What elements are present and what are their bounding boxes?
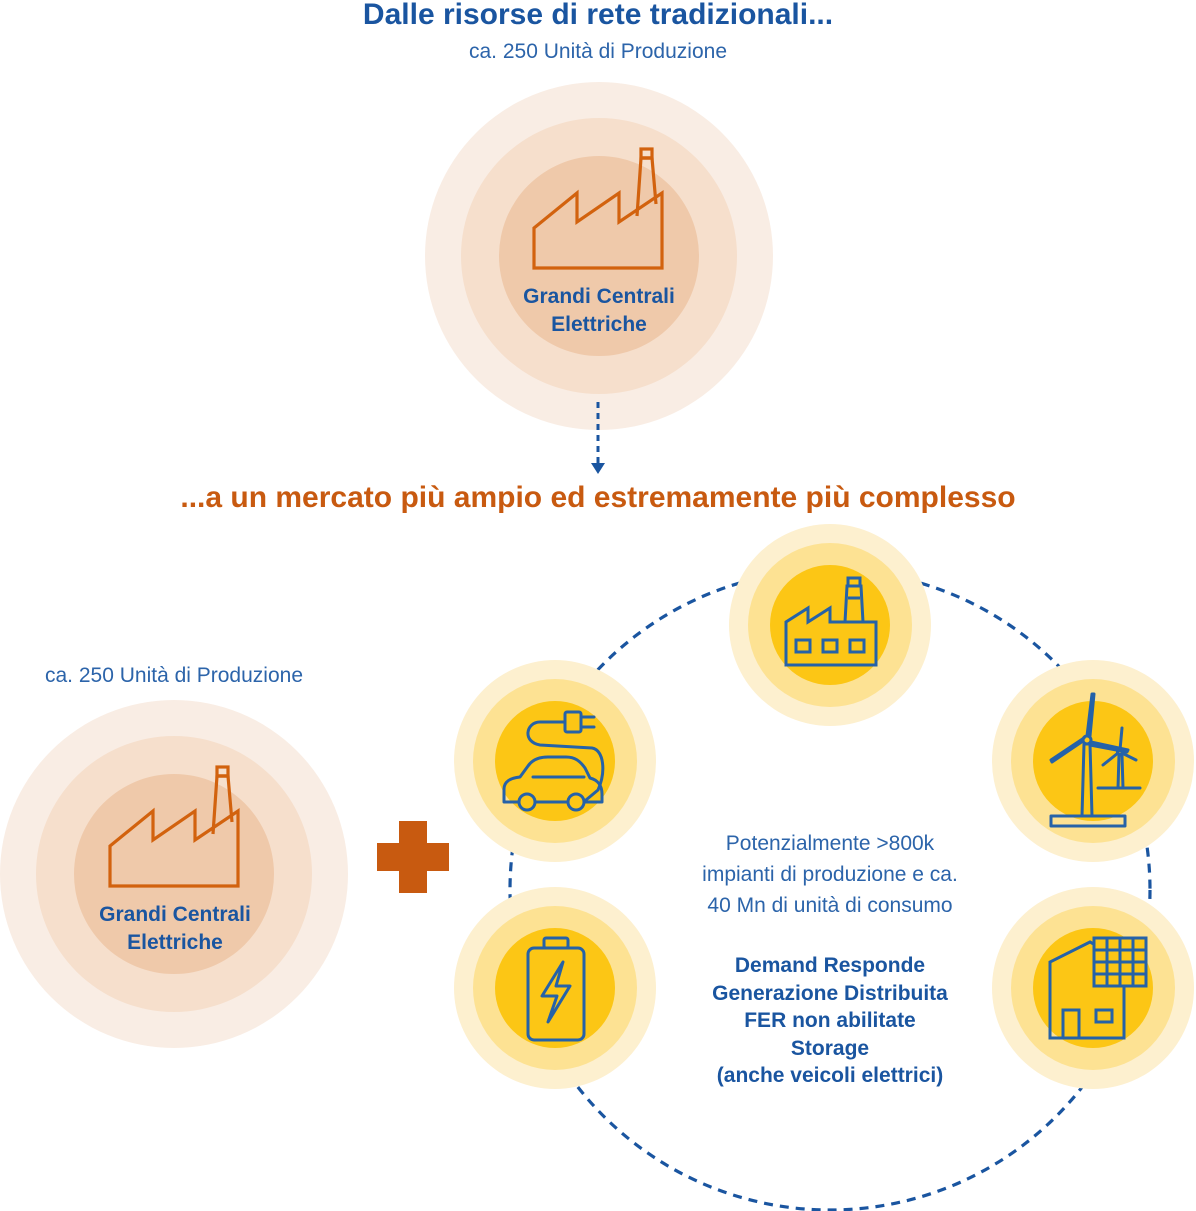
category-item: Demand Responde	[734, 954, 926, 977]
category-item: Storage	[790, 1036, 870, 1060]
factory-icon	[532, 147, 664, 270]
left-label-line1: Grandi Centrali	[99, 903, 251, 926]
node-electric-car	[454, 660, 656, 862]
transition-title: ...a un mercato più ampio ed estremament…	[180, 481, 1016, 514]
left-plant-count: ca. 250 Unità di Produzione	[45, 664, 303, 687]
category-item: (anche veicoli elettrici)	[716, 1064, 944, 1087]
traditional-label-line2: Elettriche	[551, 313, 647, 336]
traditional-count: ca. 250 Unità di Produzione	[469, 40, 727, 63]
left-plant-label: Grandi Centrali Elettriche	[25, 901, 325, 957]
transition-arrow	[591, 402, 605, 474]
plus-icon	[377, 821, 449, 893]
traditional-plant-node	[425, 82, 773, 430]
category-item: Generazione Distribuita	[712, 981, 948, 1005]
category-item: FER non abilitate	[744, 1009, 916, 1032]
page-title: Dalle risorse di rete tradizionali...	[362, 0, 834, 31]
solar-house-icon	[1048, 936, 1148, 1040]
node-battery	[454, 887, 656, 1089]
node-industrial-plant	[729, 524, 931, 726]
factory-icon	[108, 765, 240, 888]
left-label-line2: Elettriche	[127, 931, 223, 954]
distributed-categories: Demand Responde Generazione Distribuita …	[630, 952, 1030, 1090]
node-solar-house	[992, 887, 1194, 1089]
battery-icon	[526, 936, 586, 1042]
distributed-description: Potenzialmente >800k impianti di produzi…	[630, 828, 1030, 921]
description-line: Potenzialmente >800k	[725, 832, 935, 855]
industrial-plant-icon	[784, 576, 878, 667]
electric-car-icon	[502, 710, 605, 812]
node-wind	[992, 660, 1194, 862]
description-line: 40 Mn di unità di consumo	[707, 894, 953, 917]
description-line: impianti di produzione e ca.	[702, 863, 958, 886]
traditional-plant-label: Grandi Centrali Elettriche	[449, 283, 749, 339]
traditional-label-line1: Grandi Centrali	[523, 285, 675, 308]
left-plant-node	[0, 700, 348, 1048]
wind-turbine-icon	[1049, 692, 1142, 828]
